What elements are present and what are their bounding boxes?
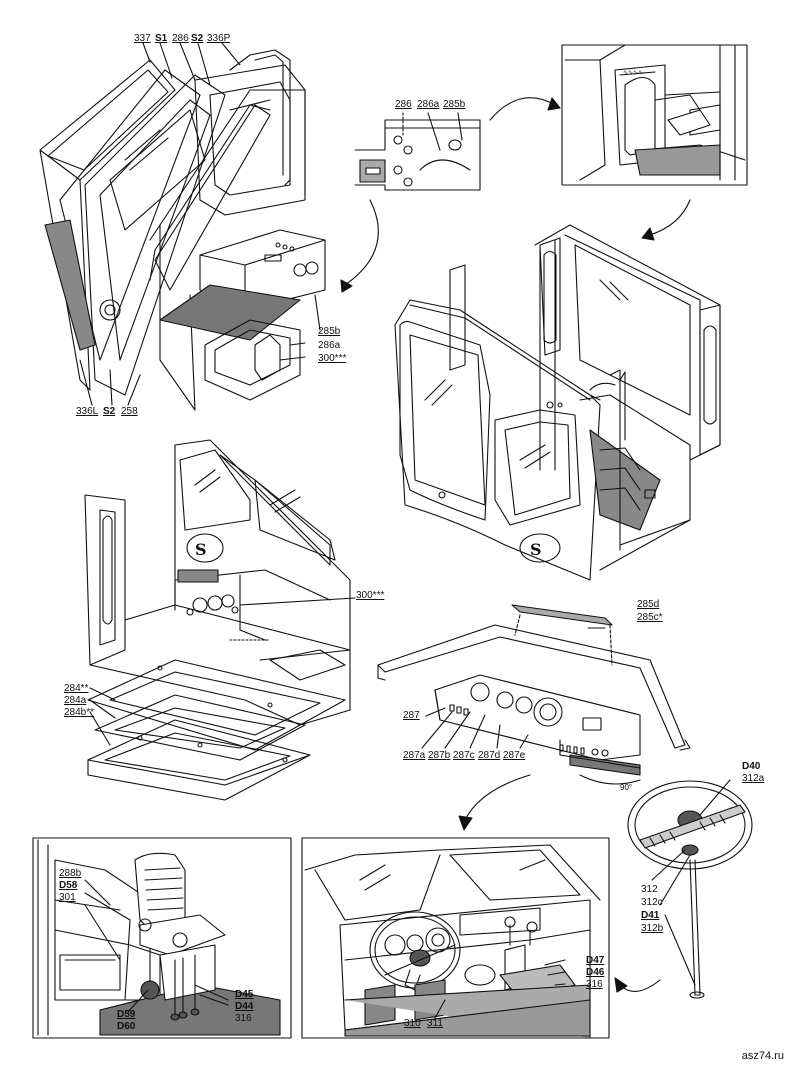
part-D60: D60 [117,1021,136,1032]
part-300-middle: 300*** [356,590,385,601]
seat-installation-inset [33,838,291,1038]
part-288b: 288b [59,868,82,879]
cab-with-dashboard: S [85,440,355,800]
cab-assembly-large: S [395,225,720,580]
dash-panel-exploded [378,605,690,830]
part-312a: 312a [742,773,765,784]
part-287e: 287e [503,750,526,761]
svg-text:S: S [530,540,542,559]
part-287c: 287c [453,750,475,761]
part-286a-lower: 286a [318,340,341,351]
part-286a: 286a [417,99,440,110]
part-D40: D40 [742,761,761,772]
part-286-top: 286 [172,33,189,44]
part-287a: 287a [403,750,426,761]
part-258: 258 [121,406,138,417]
part-D44: D44 [235,1001,254,1012]
part-301: 301 [59,892,76,903]
watermark: asz74.ru [741,1050,784,1062]
part-316-interior: 316 [586,979,603,990]
part-D59: D59 [117,1009,136,1020]
steering-wheel-exploded [615,780,752,998]
part-285b-lower: 285b [318,326,341,337]
part-312: 312 [641,884,658,895]
part-337: 337 [134,33,151,44]
part-285b: 285b [443,99,466,110]
part-285c: 285c* [637,612,663,623]
exploded-cab-panels [40,43,325,410]
corner-detail-inset: ∿∿∿∿ [562,45,747,240]
part-336P: 336P [207,33,231,44]
part-S2-top: S2 [191,33,204,44]
part-S2-bottom: S2 [103,406,116,417]
part-D41: D41 [641,910,660,921]
part-311: 311 [427,1018,443,1029]
part-287: 287 [403,710,420,721]
part-336L: 336L [76,406,99,417]
angle-90-label: 90° [620,783,633,792]
part-316-seat: 316 [235,1013,252,1024]
part-312c: 312c [641,897,663,908]
bracket-detail [341,98,560,292]
cab-interior-inset [302,838,609,1038]
part-D46: D46 [586,967,605,978]
part-310: 310 [404,1018,421,1029]
part-287d: 287d [478,750,501,761]
part-D45: D45 [235,989,254,1000]
part-300-upper: 300*** [318,353,347,364]
svg-text:∿∿∿∿: ∿∿∿∿ [623,70,643,76]
part-312b: 312b [641,923,664,934]
part-D58: D58 [59,880,78,891]
part-284a: 284a [64,695,87,706]
part-285d: 285d [637,599,660,610]
part-S1: S1 [155,33,168,44]
svg-text:S: S [195,540,207,559]
part-286: 286 [395,99,412,110]
part-284b: 284b** [64,707,95,718]
part-D47: D47 [586,955,605,966]
part-284: 284** [64,683,89,694]
part-287b: 287b [428,750,451,761]
